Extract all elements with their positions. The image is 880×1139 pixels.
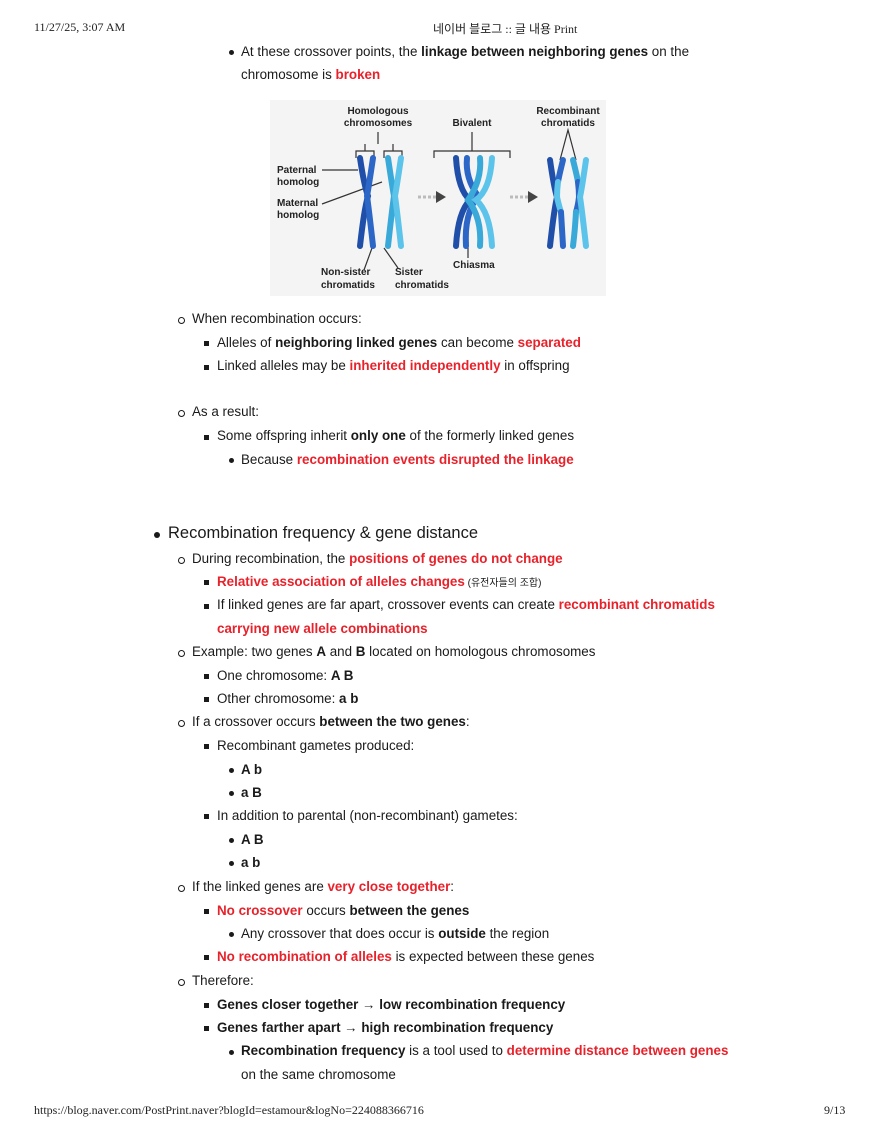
- bullet-disc: [229, 838, 234, 843]
- label-bivalent: Bivalent: [453, 118, 493, 129]
- list-item-continuation: carrying new allele combinations: [217, 621, 428, 636]
- bullet-disc: [229, 768, 234, 773]
- bullet-circle: [178, 979, 185, 986]
- bullet-square: [204, 674, 209, 679]
- bullet-square: [204, 341, 209, 346]
- label-chiasma: Chiasma: [453, 260, 495, 271]
- bullet-square: [204, 435, 209, 440]
- list-item: If the linked genes are very close toget…: [192, 879, 455, 894]
- bullet-square: [204, 365, 209, 370]
- list-item: Some offspring inherit only one of the f…: [217, 428, 575, 443]
- list-item: Relative association of alleles changes …: [217, 574, 542, 589]
- label-paternal-2: homolog: [277, 177, 319, 188]
- list-item: Therefore:: [192, 973, 254, 988]
- bullet-disc: [229, 50, 234, 55]
- label-nonsister-1: Non-sister: [321, 267, 371, 278]
- arrow-icon: [418, 191, 446, 203]
- list-item: Any crossover that does occur is outside…: [241, 926, 550, 941]
- list-item: As a result:: [192, 404, 259, 419]
- section-heading: Recombination frequency & gene distance: [168, 524, 479, 542]
- list-item-continuation: chromosome is broken: [241, 67, 381, 82]
- list-item: No recombination of alleles is expected …: [217, 949, 595, 964]
- list-item: Linked alleles may be inherited independ…: [217, 358, 570, 373]
- list-item: Because recombination events disrupted t…: [241, 452, 574, 467]
- label-homologous-2: chromosomes: [344, 118, 413, 129]
- label-nonsister-2: chromatids: [321, 280, 375, 291]
- bullet-disc: [229, 861, 234, 866]
- bullet-circle: [178, 317, 185, 324]
- list-item: When recombination occurs:: [192, 311, 362, 326]
- list-item: Recombination frequency is a tool used t…: [241, 1043, 729, 1058]
- bullet-circle: [178, 557, 185, 564]
- label-sister-2: chromatids: [395, 280, 449, 291]
- list-item: If linked genes are far apart, crossover…: [217, 597, 715, 612]
- list-item: Genes closer together → low recombinatio…: [217, 997, 566, 1012]
- arrow-icon: [510, 191, 538, 203]
- list-item: Recombinant gametes produced:: [217, 738, 415, 753]
- bullet-circle: [178, 885, 185, 892]
- list-item: a b: [241, 855, 261, 870]
- list-item-continuation: on the same chromosome: [241, 1067, 396, 1082]
- bullet-square: [204, 604, 209, 609]
- bullet-disc: [229, 932, 234, 937]
- bullet-square: [204, 1003, 209, 1008]
- list-item: A B: [241, 832, 264, 847]
- list-item: Other chromosome: a b: [217, 691, 359, 706]
- label-paternal-1: Paternal: [277, 165, 317, 176]
- bullet-square: [204, 955, 209, 960]
- bullet-square: [204, 814, 209, 819]
- list-item: At these crossover points, the linkage b…: [241, 44, 690, 59]
- print-page-title: 네이버 블로그 :: 글 내용 Print: [433, 22, 578, 36]
- bullet-disc: [154, 532, 160, 538]
- bullet-disc: [229, 1050, 234, 1055]
- bullet-circle: [178, 410, 185, 417]
- bullet-circle: [178, 650, 185, 657]
- list-item: Example: two genes A and B located on ho…: [192, 644, 596, 659]
- bullet-disc: [229, 458, 234, 463]
- print-datetime: 11/27/25, 3:07 AM: [34, 20, 126, 34]
- list-item: No crossover occurs between the genes: [217, 903, 470, 918]
- label-maternal-2: homolog: [277, 210, 319, 221]
- list-item: a B: [241, 785, 262, 800]
- bullet-square: [204, 697, 209, 702]
- bullet-square: [204, 1026, 209, 1031]
- label-homologous-1: Homologous: [347, 106, 409, 117]
- print-url: https://blog.naver.com/PostPrint.naver?b…: [34, 1103, 424, 1117]
- list-item: One chromosome: A B: [217, 668, 354, 683]
- page-number: 9/13: [824, 1103, 846, 1117]
- bullet-square: [204, 580, 209, 585]
- list-item: Alleles of neighboring linked genes can …: [217, 335, 581, 350]
- label-sister-1: Sister: [395, 267, 423, 278]
- bullet-square: [204, 744, 209, 749]
- bullet-circle: [178, 720, 185, 727]
- list-item: Genes farther apart → high recombination…: [217, 1020, 554, 1035]
- list-item: A b: [241, 762, 263, 777]
- list-item: In addition to parental (non-recombinant…: [217, 808, 518, 823]
- list-item: If a crossover occurs between the two ge…: [192, 714, 470, 729]
- list-item: During recombination, the positions of g…: [192, 551, 563, 566]
- crossover-diagram: Homologous chromosomes Bivalent Recombin…: [270, 100, 606, 296]
- label-recombinant-1: Recombinant: [536, 106, 600, 117]
- bullet-square: [204, 909, 209, 914]
- bullet-disc: [229, 791, 234, 796]
- label-maternal-1: Maternal: [277, 198, 318, 209]
- label-recombinant-2: chromatids: [541, 118, 595, 129]
